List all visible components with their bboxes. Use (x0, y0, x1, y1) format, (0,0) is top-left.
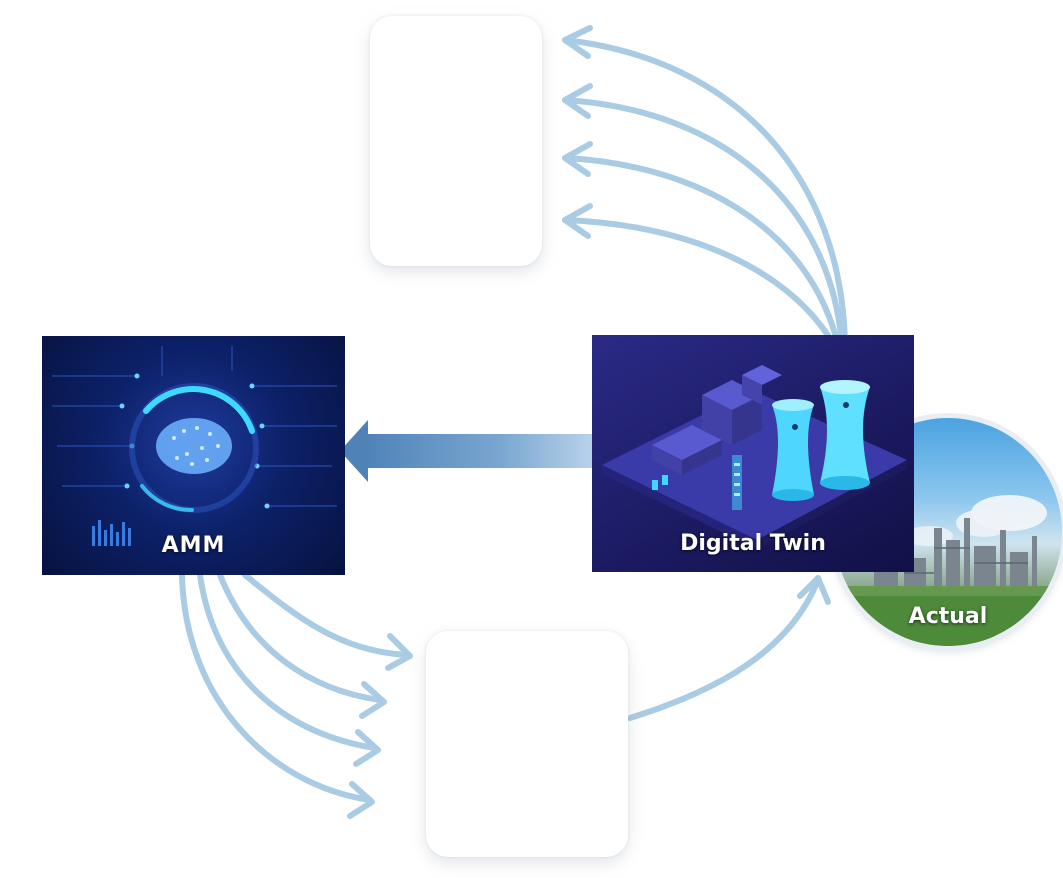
amm-panel: AMM (42, 336, 345, 575)
arrowhead-bottom-4 (347, 781, 375, 819)
digital-twin-panel: Digital Twin (592, 335, 914, 572)
arrowhead-top-4 (562, 203, 593, 239)
arc-dt-to-top-2 (562, 97, 845, 348)
bottom-blank-card (426, 631, 628, 857)
digital-twin-label: Digital Twin (680, 531, 826, 556)
arc-amm-to-bottom-2 (217, 572, 383, 703)
arc-amm-to-bottom-3 (197, 572, 378, 751)
arrowhead-top-2 (562, 83, 593, 119)
brain-circuit-icon (52, 346, 337, 546)
arrowhead-top-1 (562, 25, 593, 59)
arrowhead-bottom-3 (353, 729, 381, 767)
arc-dt-to-top-1 (562, 37, 848, 348)
arc-amm-to-bottom-1 (242, 572, 408, 658)
arrowhead-bottom-2 (359, 681, 387, 719)
big-arrow-dt-to-amm (340, 420, 593, 482)
arc-dt-to-top-4 (562, 217, 837, 348)
actual-label: Actual (908, 604, 988, 629)
isometric-power-plant-icon (602, 365, 907, 549)
arrowhead-bottom-1 (385, 633, 413, 671)
top-blank-card (370, 16, 542, 266)
arc-bottom-to-dt (627, 577, 821, 721)
amm-label: AMM (161, 533, 226, 558)
arrowhead-dt (797, 575, 831, 605)
actual-image: Actual (834, 418, 1062, 646)
arc-amm-to-bottom-4 (179, 572, 373, 803)
refinery-photo-icon (834, 495, 1062, 646)
arc-dt-to-top-3 (562, 155, 841, 348)
arrowhead-top-3 (562, 141, 593, 177)
